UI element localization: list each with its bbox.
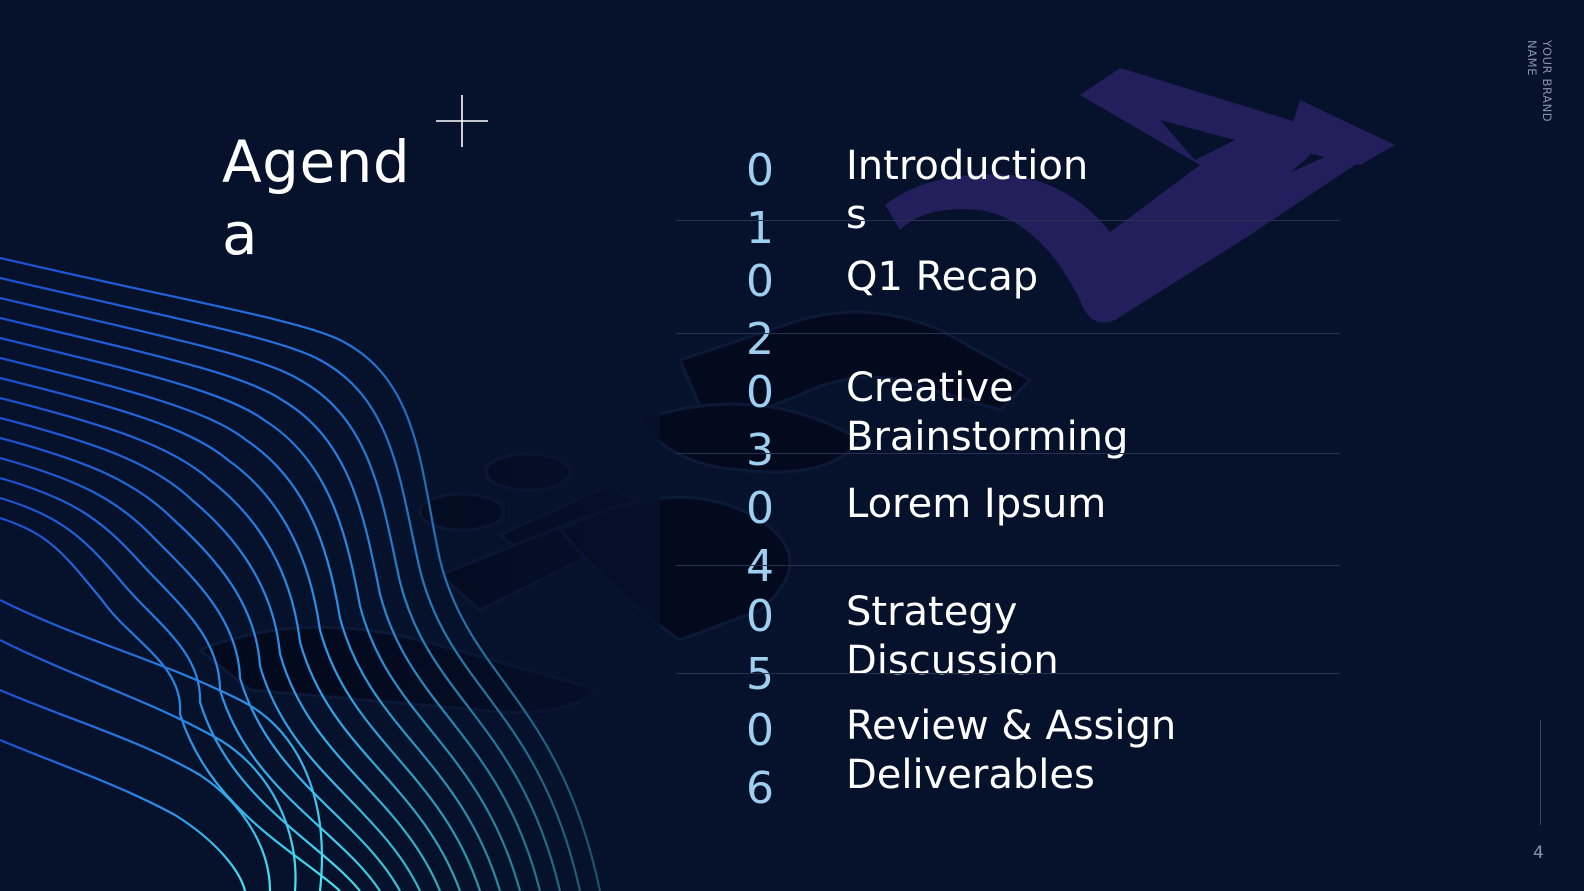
agenda-label: Lorem Ipsum xyxy=(846,481,1107,527)
watermark-24 xyxy=(885,68,1395,323)
agenda-label: Review & Assign Deliverables xyxy=(846,703,1177,798)
side-divider xyxy=(1540,720,1541,825)
agenda-label: Introductions xyxy=(846,143,1089,238)
agenda-label: Creative Brainstorming xyxy=(846,365,1129,460)
agenda-divider xyxy=(676,453,1340,454)
agenda-label: Strategy Discussion xyxy=(846,589,1059,684)
agenda-number: 03 xyxy=(746,367,774,476)
agenda-divider xyxy=(676,673,1340,674)
page-number: 4 xyxy=(1533,843,1544,863)
agenda-number: 04 xyxy=(746,483,774,592)
brand-name: YOUR BRAND NAME xyxy=(1525,40,1554,123)
agenda-label: Q1 Recap xyxy=(846,254,1039,300)
agenda-divider xyxy=(676,220,1340,221)
agenda-number: 01 xyxy=(746,145,774,254)
agenda-title: Agenda xyxy=(222,128,411,268)
agenda-divider xyxy=(676,565,1340,566)
agenda-divider xyxy=(676,333,1340,334)
agenda-number: 05 xyxy=(746,591,774,700)
agenda-number: 06 xyxy=(746,705,774,814)
plus-icon xyxy=(436,95,488,147)
agenda-number: 02 xyxy=(746,256,774,365)
